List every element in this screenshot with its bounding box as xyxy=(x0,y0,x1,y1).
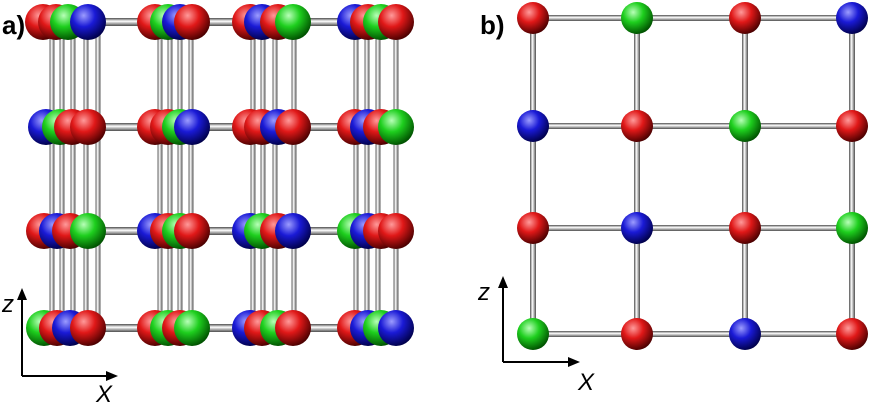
blue-atom xyxy=(729,318,761,350)
bond-vertical xyxy=(353,22,359,328)
panel-b-z-axis-label: z xyxy=(477,279,490,306)
red-atom xyxy=(517,212,549,244)
bond-horizontal xyxy=(533,123,852,129)
red-atom xyxy=(729,2,761,34)
panel-b-x-axis-label: X xyxy=(577,369,595,396)
green-atom xyxy=(174,310,210,346)
red-atom xyxy=(70,109,106,145)
bond-vertical xyxy=(157,22,163,328)
red-atom xyxy=(174,4,210,40)
red-atom xyxy=(275,310,311,346)
panel-b-lattice: b) z X xyxy=(477,2,868,396)
bond-vertical xyxy=(742,18,748,334)
red-atom xyxy=(378,213,414,249)
panel-a-vertical-bonds xyxy=(49,22,399,328)
bond-vertical xyxy=(260,22,266,328)
bond-vertical xyxy=(70,22,76,328)
bond-vertical xyxy=(375,22,381,328)
panel-a-axes: z X xyxy=(1,288,118,404)
panel-a-horizontal-bonds xyxy=(50,18,400,332)
bond-vertical xyxy=(393,22,399,328)
bond-vertical xyxy=(272,22,278,328)
green-atom xyxy=(378,109,414,145)
bond-horizontal xyxy=(533,225,852,231)
green-atom xyxy=(517,318,549,350)
blue-atom xyxy=(275,213,311,249)
bond-horizontal xyxy=(50,324,400,332)
bond-vertical xyxy=(188,22,194,328)
panel-b-bonds xyxy=(530,15,855,337)
bond-vertical xyxy=(83,22,89,328)
bond-horizontal xyxy=(50,18,400,26)
bond-vertical xyxy=(49,22,55,328)
red-atom xyxy=(378,4,414,40)
red-atom xyxy=(621,318,653,350)
panel-a-atoms xyxy=(25,4,414,346)
blue-atom xyxy=(70,4,106,40)
panel-a-label: a) xyxy=(2,10,25,40)
green-atom xyxy=(836,212,868,244)
blue-atom xyxy=(836,2,868,34)
bond-vertical xyxy=(177,22,183,328)
panel-b-atoms xyxy=(517,2,868,350)
red-atom xyxy=(174,213,210,249)
green-atom xyxy=(70,213,106,249)
bond-horizontal xyxy=(533,331,852,337)
bond-horizontal xyxy=(50,227,400,235)
red-atom xyxy=(70,310,106,346)
bond-vertical xyxy=(95,22,101,328)
red-atom xyxy=(517,2,549,34)
panel-b-axes: z X xyxy=(477,276,595,396)
red-atom xyxy=(836,318,868,350)
blue-atom xyxy=(621,212,653,244)
bond-vertical xyxy=(364,22,370,328)
red-atom xyxy=(836,110,868,142)
bond-vertical xyxy=(530,18,536,334)
bond-vertical xyxy=(291,22,297,328)
bond-horizontal xyxy=(533,15,852,21)
bond-vertical xyxy=(849,18,855,334)
blue-atom xyxy=(517,110,549,142)
bond-vertical xyxy=(167,22,173,328)
green-atom xyxy=(621,2,653,34)
red-atom xyxy=(729,212,761,244)
bond-vertical xyxy=(250,22,256,328)
bond-vertical xyxy=(59,22,65,328)
panel-a-lattice: a) z X xyxy=(1,4,414,404)
panel-a-x-axis-label: X xyxy=(95,381,113,404)
green-atom xyxy=(729,110,761,142)
green-atom xyxy=(275,4,311,40)
bond-vertical xyxy=(634,18,640,334)
panel-b-label: b) xyxy=(480,10,505,40)
red-atom xyxy=(275,109,311,145)
panel-a-z-axis-label: z xyxy=(1,291,14,318)
bond-horizontal xyxy=(50,123,400,131)
blue-atom xyxy=(378,310,414,346)
red-atom xyxy=(621,110,653,142)
blue-atom xyxy=(174,109,210,145)
